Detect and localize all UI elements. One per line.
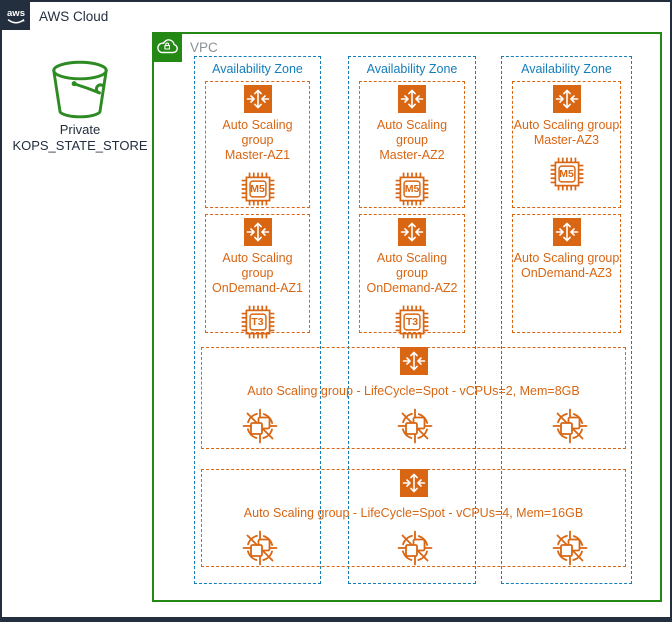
- spot-instance-icon: [548, 404, 592, 448]
- asg-ondemand-az3: Auto Scaling group OnDemand-AZ3: [512, 214, 621, 333]
- asg-master-az1: Auto Scaling group Master-AZ1 M5: [205, 81, 310, 208]
- ec2-instance-type-icon: T3: [393, 303, 431, 341]
- asg-title: Auto Scaling group: [513, 251, 620, 265]
- ec2-instance-type-icon: M5: [393, 170, 431, 208]
- s3-bucket-label-line1: Private: [59, 122, 101, 137]
- availability-zone-label: Availability Zone: [521, 62, 612, 76]
- spot-instance-icon: [393, 404, 437, 448]
- auto-scaling-group-icon: [400, 347, 428, 375]
- instance-type-label: T3: [405, 316, 419, 328]
- ec2-instance-type-icon: T3: [239, 303, 277, 341]
- instance-type-label: M5: [559, 168, 574, 180]
- ec2-instance-type-icon: M5: [548, 155, 586, 193]
- spot-instance-icon: [548, 526, 592, 570]
- asg-label: Auto Scaling group OnDemand-AZ1: [206, 251, 309, 296]
- instance-type-label: M5: [250, 183, 265, 195]
- asg-label: Auto Scaling group Master-AZ3: [514, 118, 620, 148]
- asg-name: OnDemand-AZ3: [520, 266, 612, 280]
- asg-master-az3: Auto Scaling group Master-AZ3 M5: [512, 81, 621, 208]
- s3-bucket-icon: [52, 60, 108, 119]
- spot-instance-icon: [238, 526, 282, 570]
- auto-scaling-group-icon: [553, 85, 581, 113]
- asg-title: Auto Scaling group: [222, 251, 293, 280]
- asg-ondemand-az2: Auto Scaling group OnDemand-AZ2 T3: [359, 214, 465, 333]
- instance-type-label: M5: [404, 183, 420, 195]
- asg-name: Master-AZ1: [224, 148, 291, 162]
- asg-spot-label: Auto Scaling group - LifeCycle=Spot - vC…: [243, 506, 584, 520]
- asg-title: Auto Scaling group: [376, 251, 448, 280]
- asg-label: Auto Scaling group Master-AZ1: [206, 118, 309, 163]
- ec2-instance-type-icon: M5: [239, 170, 277, 208]
- asg-label: Auto Scaling group OnDemand-AZ2: [360, 251, 464, 296]
- availability-zone-3: Availability Zone Auto Scaling group Mas…: [501, 56, 632, 584]
- asg-spot-vcpus4: Auto Scaling group - LifeCycle=Spot - vC…: [201, 469, 626, 567]
- vpc-label: VPC: [190, 40, 218, 55]
- asg-spot-label: Auto Scaling group - LifeCycle=Spot - vC…: [247, 384, 580, 398]
- asg-title: Auto Scaling group: [376, 118, 448, 147]
- aws-cloud-label: AWS Cloud: [39, 9, 109, 24]
- asg-master-az2: Auto Scaling group Master-AZ2 M5: [359, 81, 465, 208]
- spot-instance-icon: [393, 526, 437, 570]
- auto-scaling-group-icon: [398, 85, 426, 113]
- auto-scaling-group-icon: [244, 85, 272, 113]
- availability-zone-2: Availability Zone Auto Scaling group Mas…: [348, 56, 476, 584]
- asg-spot-vcpus2: Auto Scaling group - LifeCycle=Spot - vC…: [201, 347, 626, 449]
- auto-scaling-group-icon: [244, 218, 272, 246]
- auto-scaling-group-icon: [553, 218, 581, 246]
- asg-label: Auto Scaling group OnDemand-AZ3: [514, 251, 620, 281]
- availability-zone-label: Availability Zone: [212, 62, 303, 76]
- asg-name: Master-AZ3: [533, 133, 600, 147]
- availability-zone-1: Availability Zone Auto Scaling group Mas…: [194, 56, 321, 584]
- svg-text:aws: aws: [7, 8, 25, 19]
- asg-name: Master-AZ2: [379, 148, 445, 162]
- asg-label: Auto Scaling group Master-AZ2: [360, 118, 464, 163]
- spot-instance-icon: [238, 404, 282, 448]
- asg-title: Auto Scaling group: [222, 118, 293, 147]
- vpc-cloud-lock-icon: [152, 32, 182, 62]
- s3-bucket-label: Private KOPS_STATE_STORE: [2, 122, 161, 154]
- instance-type-label: T3: [251, 316, 264, 328]
- asg-name: OnDemand-AZ1: [211, 281, 303, 295]
- asg-ondemand-az1: Auto Scaling group OnDemand-AZ1 T3: [205, 214, 310, 333]
- asg-name: OnDemand-AZ2: [366, 281, 458, 295]
- s3-bucket-label-line2: KOPS_STATE_STORE: [12, 138, 148, 153]
- aws-logo-icon: aws: [2, 2, 30, 30]
- asg-title: Auto Scaling group: [513, 118, 620, 132]
- auto-scaling-group-icon: [398, 218, 426, 246]
- availability-zone-label: Availability Zone: [366, 62, 458, 76]
- auto-scaling-group-icon: [400, 469, 428, 497]
- vpc-container: VPC Availability Zone Auto Scaling group…: [152, 32, 662, 602]
